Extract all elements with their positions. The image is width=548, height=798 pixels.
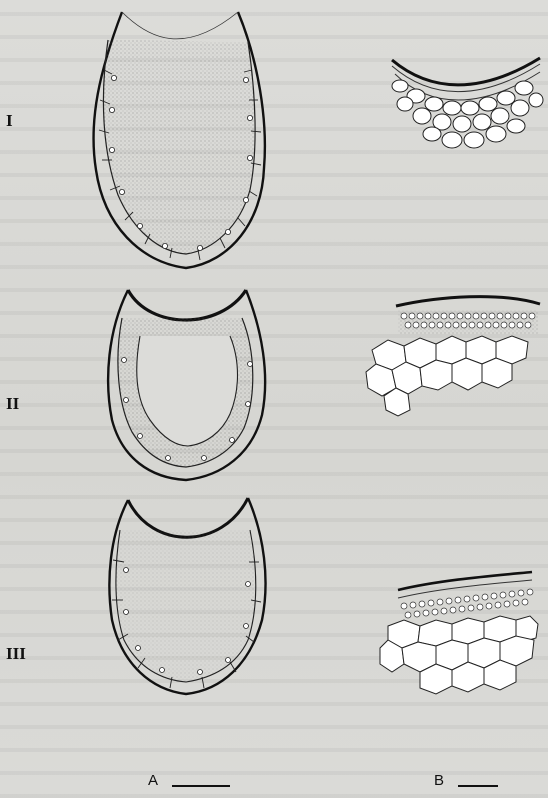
column-label-B: B [434,772,444,789]
scale-bar-B [458,785,498,787]
tissue-detail-B-I [392,58,543,148]
section-outline-A-I [94,12,265,268]
section-outline-A-II [108,290,265,480]
tissue-detail-B-II [366,297,540,416]
tissue-detail-B-III [380,572,538,694]
row-label-I: I [6,111,13,131]
scale-bar-A [172,785,230,787]
row-label-III: III [6,644,26,664]
column-label-A: A [148,772,158,789]
row-label-II: II [6,394,19,414]
section-outline-A-III [109,498,265,694]
